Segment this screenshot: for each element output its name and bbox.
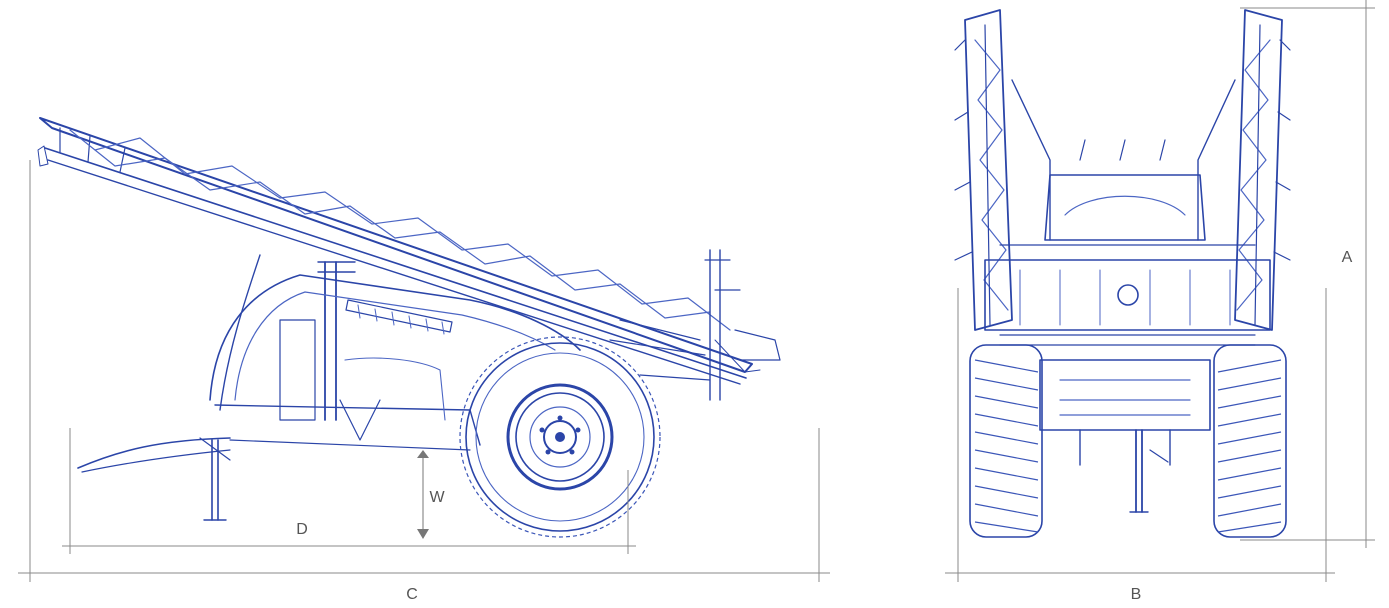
- dimension-b: [945, 288, 1335, 582]
- dimension-label-b: B: [1131, 586, 1142, 603]
- center-frame: [984, 139, 1271, 513]
- folded-boom-right: [1197, 9, 1291, 331]
- tank-body: [209, 254, 781, 446]
- dimension-w-arrow-icon: [417, 529, 429, 539]
- boom-truss: [37, 117, 761, 385]
- folded-boom-left: [954, 9, 1051, 331]
- rear-tyre-left: [969, 344, 1043, 538]
- rear-wheel: [459, 336, 661, 538]
- drawbar: [77, 437, 471, 521]
- boom-mast: [317, 249, 741, 421]
- dimension-a: [1240, 0, 1375, 548]
- dimension-label-w: W: [429, 489, 445, 506]
- dimension-w: [417, 450, 429, 539]
- side-view-sprayer: [37, 117, 781, 538]
- rear-tyre-right: [1213, 344, 1287, 538]
- rear-view-sprayer: [954, 9, 1291, 538]
- dimension-d: [62, 428, 636, 554]
- dimension-c: [18, 160, 830, 582]
- dimension-label-d: D: [296, 521, 308, 538]
- dimension-label-c: C: [406, 586, 418, 603]
- dimension-label-a: A: [1342, 249, 1353, 266]
